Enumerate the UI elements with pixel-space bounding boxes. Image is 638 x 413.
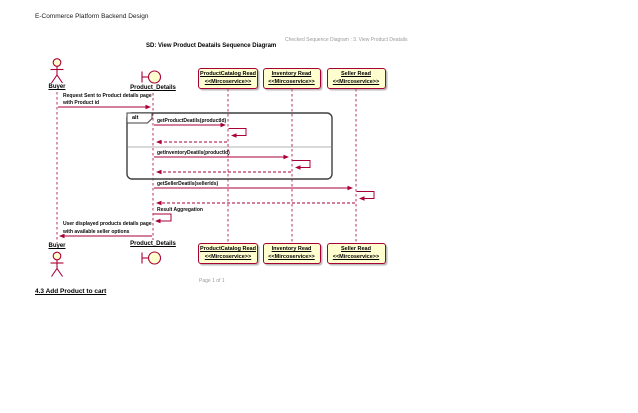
- participant-stereotype: <<Mircoservice>>: [268, 79, 315, 85]
- lifelines: [56, 89, 357, 243]
- return-productcatalog-arrowhead: [156, 139, 162, 145]
- message-label-request-line1: Request Sent to Product details page: [63, 92, 152, 99]
- participant-stereotype: <<Mircoservice>>: [332, 79, 380, 85]
- participant-seller-bottom: Seller Read <<Mircoservice>>: [326, 243, 386, 264]
- message-label-getinventory: getInventoryDeatils(productId): [157, 149, 230, 156]
- participant-label-buyer-top: Buyer: [48, 84, 66, 90]
- message-getseller-arrowhead: [347, 185, 353, 191]
- message-label-request-line2: with Product id: [63, 100, 100, 106]
- participant-label-buyer-bottom: Buyer: [48, 243, 66, 249]
- participant-stereotype: <<Mircoservice>>: [204, 79, 252, 85]
- participant-stereotype: <<Mircoservice>>: [204, 254, 252, 260]
- alt-fragment-label: alt: [132, 114, 139, 121]
- page-number: Page 1 of 1: [199, 278, 225, 284]
- message-arrows: [58, 104, 375, 239]
- return-inventory-arrowhead: [156, 169, 162, 175]
- self-message-seller: [356, 191, 375, 199]
- participant-label-product-details-bottom: Product_Details: [130, 240, 176, 247]
- self-message-product-details-arrowhead: [155, 218, 161, 224]
- document-title: E-Commerce Platform Backend Design: [35, 13, 149, 20]
- participant-name: Inventory Read: [271, 246, 312, 252]
- participant-name: Seller Read: [341, 246, 371, 252]
- message-request-arrowhead: [145, 104, 151, 110]
- participant-seller-top: Seller Read <<Mircoservice>>: [326, 68, 386, 89]
- diagram-title: SD: View Product Deatails Sequence Diagr…: [146, 42, 277, 49]
- boundary-icon-bottom: [141, 251, 162, 265]
- message-label-getseller: getSellerDeatils(sellerIds): [157, 180, 219, 187]
- message-label-response-line2: with available seller options: [63, 228, 130, 235]
- buyer-actor-icon-top: [50, 58, 64, 84]
- participant-label-product-details-top: Product_Details: [130, 84, 176, 91]
- alt-fragment-frame: [126, 112, 333, 180]
- message-getproduct-arrowhead: [220, 122, 226, 128]
- participant-stereotype: <<Mircoservice>>: [332, 254, 380, 260]
- message-response-arrowhead: [59, 233, 65, 239]
- participant-productcatalog-top: ProductCatalog Read <<Mircoservice>>: [198, 68, 258, 89]
- message-label-getproduct: getProductDeatils(productId): [157, 117, 227, 124]
- participant-name: Seller Read: [341, 71, 371, 77]
- participant-name: ProductCatalog Read: [200, 246, 256, 252]
- message-getinventory-arrowhead: [283, 154, 289, 160]
- buyer-actor-icon-bottom: [50, 251, 64, 277]
- participant-name: ProductCatalog Read: [200, 71, 256, 77]
- participant-stereotype: <<Mircoservice>>: [268, 254, 315, 260]
- message-label-result-aggregation: Result Aggregation: [157, 206, 203, 213]
- self-message-seller-arrowhead: [359, 196, 365, 201]
- message-label-response-line1: User displayed products details page: [63, 221, 152, 227]
- participant-inventory-top: Inventory Read <<Mircoservice>>: [262, 68, 321, 89]
- boundary-icon-top: [141, 70, 162, 84]
- participant-inventory-bottom: Inventory Read <<Mircoservice>>: [262, 243, 321, 264]
- self-message-productcatalog-arrowhead: [231, 133, 237, 138]
- self-message-product-details: [153, 213, 172, 222]
- self-message-inventory: [292, 160, 311, 168]
- self-message-productcatalog: [228, 128, 247, 136]
- return-seller-arrowhead: [156, 200, 162, 206]
- participant-name: Inventory Read: [271, 71, 312, 77]
- self-message-inventory-arrowhead: [295, 165, 301, 170]
- participant-productcatalog-bottom: ProductCatalog Read <<Mircoservice>>: [198, 243, 258, 264]
- header-note: Checked Sequence Diagram : 3. View Produ…: [285, 37, 408, 43]
- section-heading: 4.3 Add Product to cart: [35, 288, 107, 295]
